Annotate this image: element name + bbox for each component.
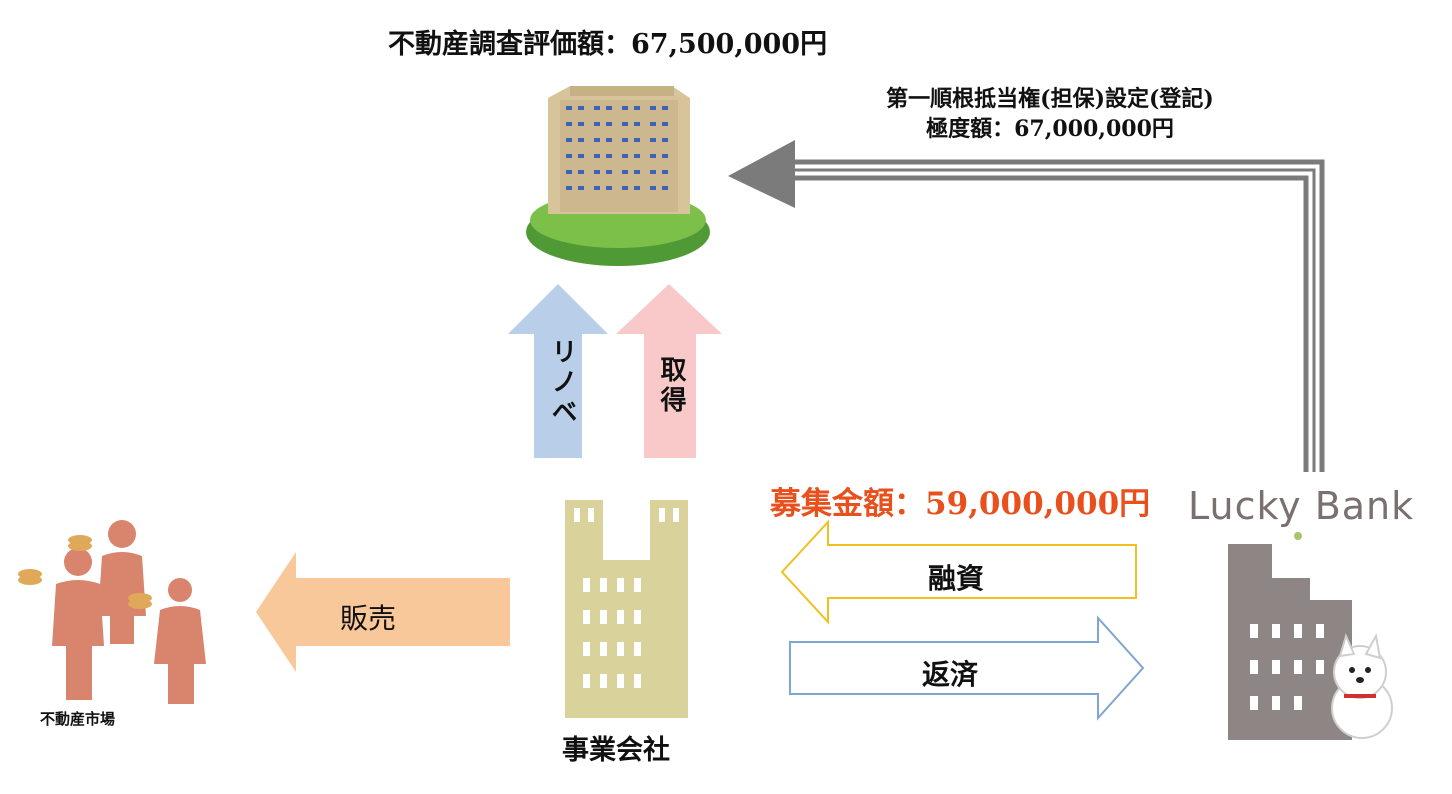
- company-building-icon: [565, 500, 688, 718]
- recruitment-amount: 募集金額：59,000,000円: [770, 486, 1151, 522]
- financing-arrow: [780, 519, 1137, 625]
- lender-building-icon: [1228, 544, 1352, 740]
- appraisal-value: 不動産調査評価額：67,500,000円: [388, 29, 828, 60]
- company-label: 事業会社: [562, 735, 670, 766]
- lender-logo: Lucky Bank: [1188, 484, 1415, 528]
- acquisition-label: 取得: [656, 356, 686, 416]
- market-label: 不動産市場: [40, 710, 116, 728]
- renovation-arrow: [508, 284, 608, 458]
- financing-label: 融資: [928, 562, 985, 595]
- sale-label: 販売: [340, 602, 397, 635]
- apartment-building-icon: [526, 86, 710, 266]
- people-with-coins-icon: [18, 520, 206, 704]
- repayment-arrow: [789, 615, 1145, 721]
- mortgage-arrow: [728, 140, 1325, 472]
- dog-icon: [1331, 633, 1393, 739]
- mortgage-note: 第一順根抵当権(担保)設定(登記) 極度額：67,000,000円: [800, 84, 1300, 144]
- repayment-label: 返済: [922, 658, 979, 691]
- mortgage-line1: 第一順根抵当権(担保)設定(登記): [886, 86, 1214, 112]
- acquisition-arrow: [616, 284, 722, 458]
- logo-sparkle-icon: [1294, 532, 1302, 540]
- mortgage-line2: 極度額：67,000,000円: [926, 116, 1174, 142]
- sale-arrow: [256, 552, 510, 672]
- renovation-label: リノベ: [547, 338, 577, 428]
